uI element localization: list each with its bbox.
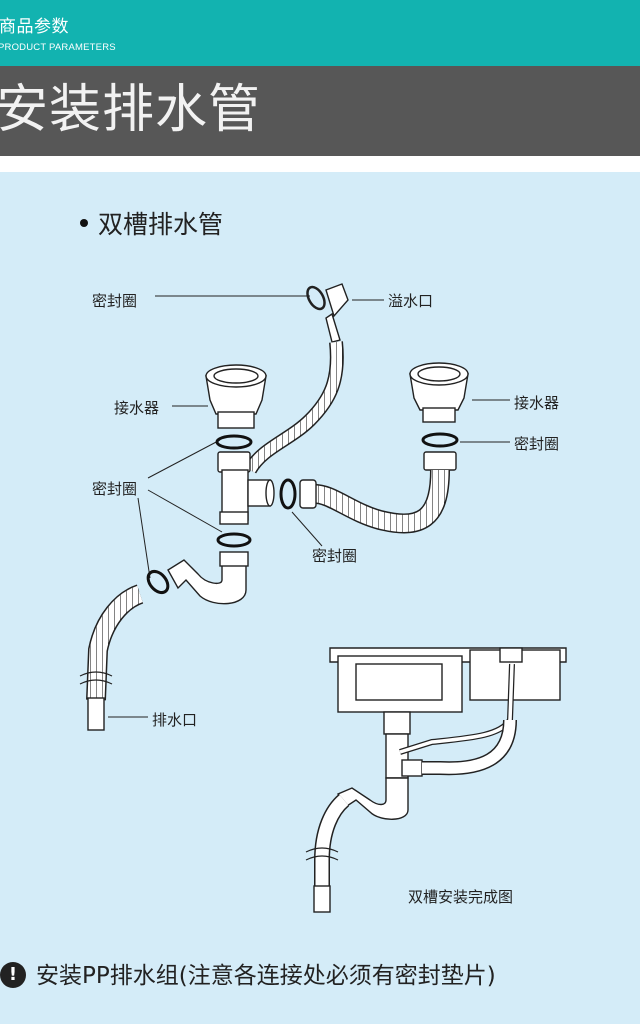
left-strainer [205, 364, 267, 429]
right-connector [423, 451, 457, 471]
label-strainer-right: 接水器 [514, 394, 560, 412]
header-title: 商品参数 [0, 17, 69, 37]
right-drain-hose [299, 469, 450, 534]
installation-note-text: 安装PP排水组(注意各连接处必须有密封垫片) [36, 963, 496, 989]
section-title: 安装排水管 [0, 80, 262, 140]
label-seal-ring-top: 密封圈 [92, 292, 138, 310]
diagram-subtitle: 双槽排水管 [80, 205, 223, 241]
header-bar: 商品参数 PRODUCT PARAMETERS [0, 0, 640, 66]
right-strainer [409, 362, 469, 423]
seal-ring [421, 432, 459, 448]
label-seal-rings-left: 密封圈 [92, 480, 138, 498]
seal-ring [146, 569, 170, 595]
header-subtitle: PRODUCT PARAMETERS [0, 42, 116, 53]
label-strainer-left: 接水器 [114, 399, 160, 417]
seal-ring [279, 478, 297, 510]
label-overflow-port: 溢水口 [388, 292, 434, 310]
leader-lines [108, 295, 510, 718]
label-drain-outlet: 排水口 [152, 711, 198, 729]
diagram-subtitle-text: 双槽排水管 [98, 210, 224, 239]
label-completed-caption: 双槽安装完成图 [408, 888, 514, 906]
section-title-bar: 安装排水管 [0, 66, 640, 156]
left-drain-hose [79, 584, 144, 731]
double-sink-illustration [305, 647, 567, 913]
installation-note: ! 安装PP排水组(注意各连接处必须有密封垫片) [0, 956, 496, 990]
bullet-dot-icon [80, 219, 88, 227]
seal-ring [216, 532, 252, 548]
warning-icon: ! [0, 961, 26, 988]
p-trap [167, 551, 249, 605]
divider-strip [0, 156, 640, 172]
tee-fitting [217, 451, 275, 525]
label-seal-ring-right: 密封圈 [514, 435, 560, 453]
seal-ring [215, 434, 253, 450]
overflow-assembly [243, 283, 349, 474]
label-seal-ring-middle: 密封圈 [312, 547, 358, 565]
